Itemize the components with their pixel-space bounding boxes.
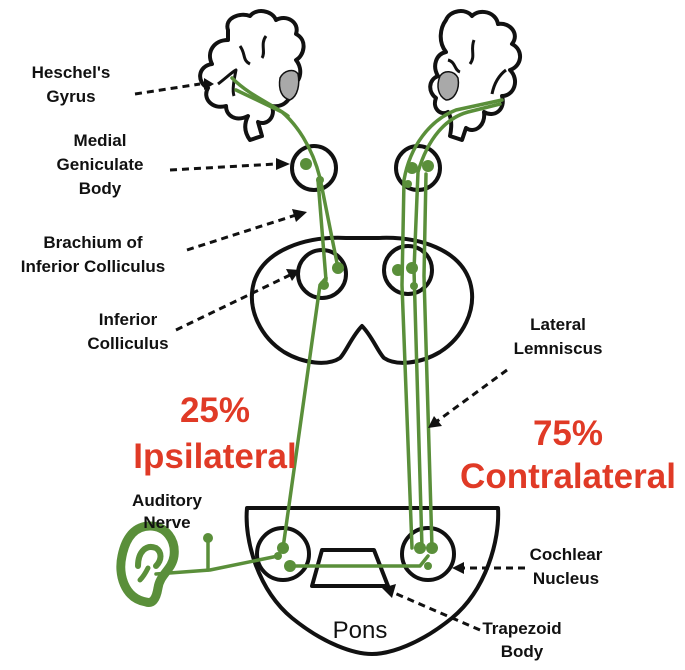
contralateral-fiber-a <box>400 98 504 550</box>
left-medial-geniculate-body <box>290 144 338 192</box>
left-ventricle <box>278 69 300 101</box>
left-cortex <box>198 9 306 142</box>
pons-label: Pons <box>333 617 388 644</box>
synapse-markers <box>203 158 438 572</box>
brachium-fiber <box>316 178 328 282</box>
ipsilateral-percent: 25% <box>180 391 250 430</box>
ipsilateral-label: Ipsilateral <box>133 437 296 476</box>
contralateral-fiber-b <box>412 102 502 550</box>
left-inferior-colliculus <box>296 248 348 300</box>
right-cortex <box>428 9 522 142</box>
midbrain-outline <box>249 235 475 365</box>
pons-outline <box>244 506 501 656</box>
left-cochlear-nucleus <box>255 526 311 582</box>
contralateral-fiber-c <box>422 172 434 550</box>
contralateral-percent: 75% <box>533 414 603 453</box>
ear-icon <box>116 521 179 607</box>
contralateral-label: Contralateral <box>460 457 676 496</box>
pathway-fibers <box>154 76 504 576</box>
right-ventricle <box>437 71 460 101</box>
pointer-arrows <box>134 78 525 632</box>
trapezoid-body-outline <box>310 548 390 588</box>
auditory-nerve-fiber <box>154 554 280 576</box>
right-cochlear-nucleus <box>400 526 456 582</box>
right-inferior-colliculus <box>382 244 434 296</box>
ipsilateral-fiber-2 <box>288 554 430 568</box>
